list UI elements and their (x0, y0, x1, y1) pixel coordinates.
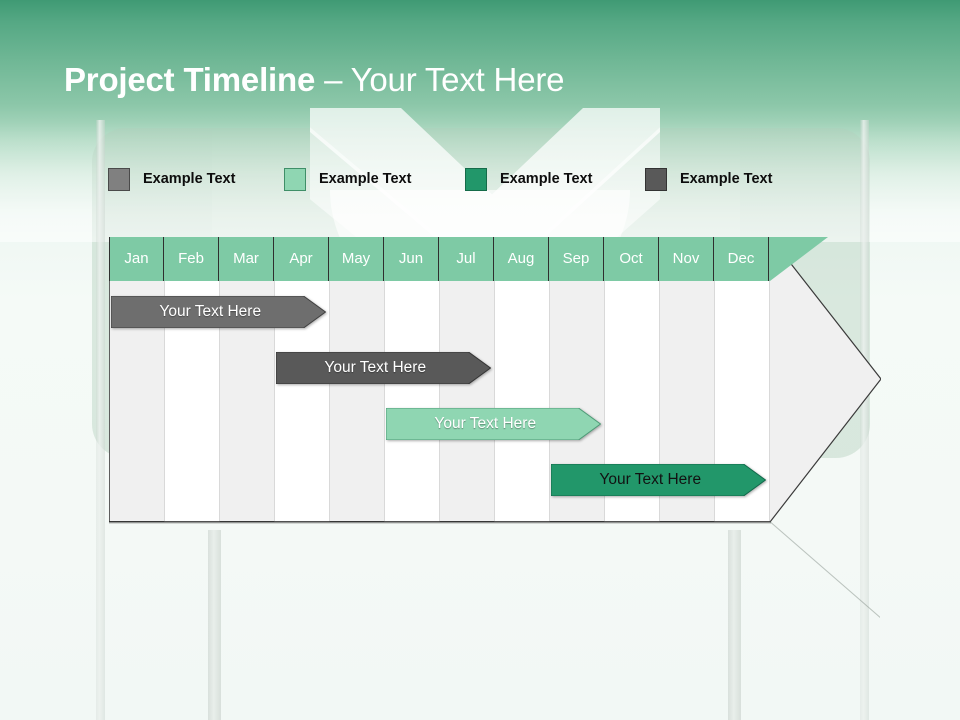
bar-arrow-icon (386, 408, 601, 440)
timeline-bar-2[interactable]: Your Text Here (276, 352, 491, 384)
month-header-jun[interactable]: Jun (384, 237, 439, 281)
gridline (494, 281, 495, 522)
month-header-oct[interactable]: Oct (604, 237, 659, 281)
gridline (329, 281, 330, 522)
month-header-row (109, 237, 770, 281)
page-title-light: – Your Text Here (315, 61, 565, 98)
gridline (274, 281, 275, 522)
bar-arrow-icon (276, 352, 491, 384)
legend-item-4[interactable]: Example Text (645, 168, 772, 191)
legend-swatch-icon (284, 168, 306, 191)
chart-baseline (109, 521, 771, 524)
month-header-feb[interactable]: Feb (164, 237, 219, 281)
page-title-strong: Project Timeline (64, 61, 316, 98)
timeline-bar-label: Your Text Here (599, 471, 702, 488)
month-header-mar[interactable]: Mar (219, 237, 274, 281)
timeline-bar-3[interactable]: Your Text Here (386, 408, 601, 440)
page-title: Project Timeline – Your Text Here (64, 60, 564, 100)
bar-arrow-icon (111, 296, 326, 328)
gridline (384, 281, 385, 522)
column-stripe (494, 237, 549, 522)
gridline (219, 281, 220, 522)
chart-arrow-outline (109, 237, 881, 522)
legend-item-label: Example Text (680, 171, 773, 187)
gridline (164, 281, 165, 522)
legend-swatch-icon (645, 168, 667, 191)
legend-item-3[interactable]: Example Text (465, 168, 592, 191)
legend-item-label: Example Text (319, 171, 412, 187)
gridline (714, 281, 715, 522)
timeline-bar-label: Your Text Here (434, 415, 537, 432)
chart-reflection-diagonal (770, 521, 880, 626)
legend: Example Text Example Text Example Text Exam… (108, 168, 888, 194)
chart-reflection (109, 523, 881, 633)
month-header-jan[interactable]: Jan (109, 237, 164, 281)
column-stripe (164, 237, 219, 522)
legend-item-label: Example Text (143, 171, 236, 187)
month-header-apr[interactable]: Apr (274, 237, 329, 281)
legend-swatch-icon (465, 168, 487, 191)
month-header-may[interactable]: May (329, 237, 384, 281)
bar-arrow-icon (551, 464, 766, 496)
timeline-bar-label: Your Text Here (324, 359, 427, 376)
gridline (549, 281, 550, 522)
month-header-jul[interactable]: Jul (439, 237, 494, 281)
legend-item-label: Example Text (500, 171, 593, 187)
deco-leg-right (728, 530, 741, 720)
month-header-aug[interactable]: Aug (494, 237, 549, 281)
legend-swatch-icon (108, 168, 130, 191)
gridline (439, 281, 440, 522)
legend-item-2[interactable]: Example Text (284, 168, 411, 191)
timeline-bar-label: Your Text Here (159, 303, 262, 320)
month-header-nov[interactable]: Nov (659, 237, 714, 281)
gridline (659, 281, 660, 522)
month-header-dec[interactable]: Dec (714, 237, 769, 281)
month-header-sep[interactable]: Sep (549, 237, 604, 281)
timeline-bar-4[interactable]: Your Text Here (551, 464, 766, 496)
timeline-bar-1[interactable]: Your Text Here (111, 296, 326, 328)
deco-post-left (96, 120, 105, 720)
gridline (769, 281, 770, 522)
legend-item-1[interactable]: Example Text (108, 168, 235, 191)
gridline (604, 281, 605, 522)
deco-leg-left (208, 530, 221, 720)
